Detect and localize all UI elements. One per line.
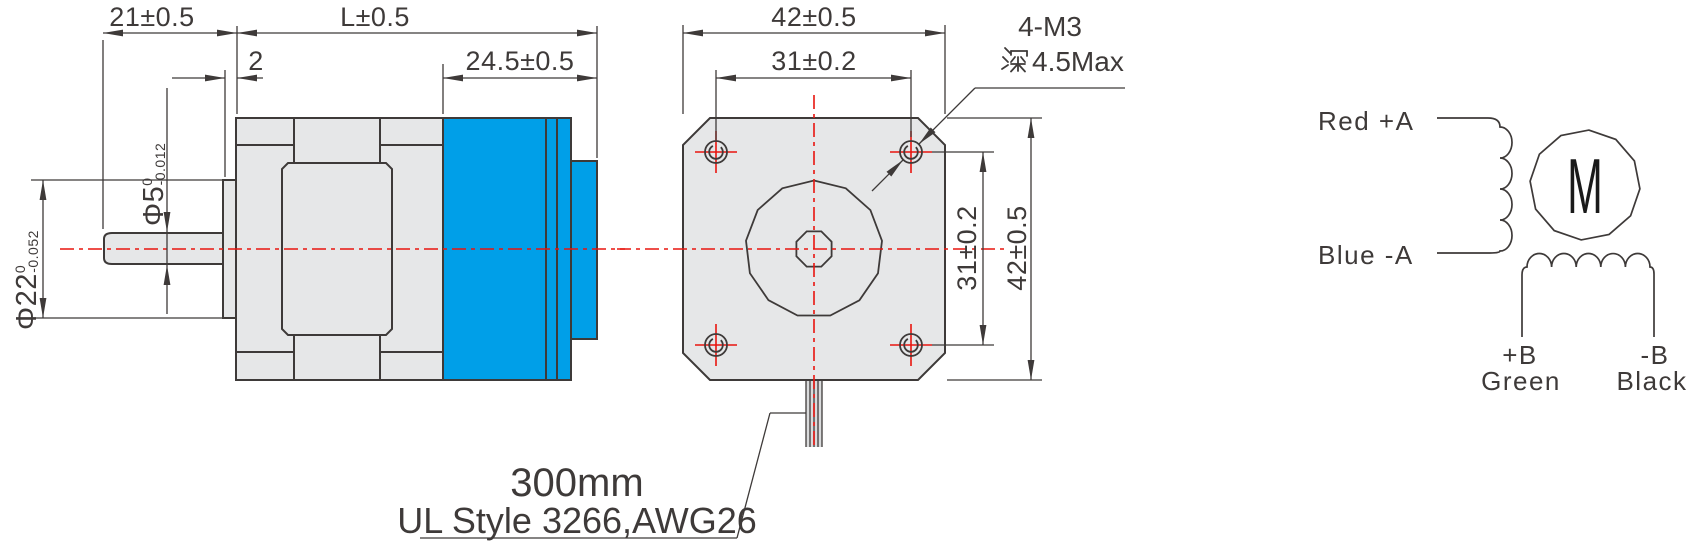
dim-shaft-diameter: Φ50-0.012 — [138, 143, 170, 226]
motor-symbol-circle — [1529, 129, 1641, 241]
gearbox-detail-lines — [236, 118, 443, 380]
thread-note-line1: 4-M3 — [1018, 11, 1082, 42]
phase-b-negative-label: -B — [1641, 340, 1670, 370]
phase-a-coil — [1437, 117, 1513, 254]
phase-b-positive-color-label: Green — [1481, 366, 1561, 396]
gearbox-barrel — [281, 162, 393, 336]
motor-rear-boss — [570, 160, 598, 340]
cable-note-leader — [420, 412, 806, 539]
front-view-dimension-lines — [683, 32, 1032, 380]
shaft-dia-upper-tol: 0 — [139, 177, 155, 185]
pilot-boss-circle — [745, 179, 883, 317]
shaft-dia-lower-tol: -0.012 — [152, 143, 168, 186]
phase-a-positive-label: Red +A — [1318, 106, 1414, 136]
phase-b-positive-label: +B — [1502, 340, 1538, 370]
side-view-extension-lines — [31, 26, 598, 319]
thread-note-leader — [871, 87, 1125, 192]
dim-pilot-diameter: Φ220-0.052 — [11, 230, 43, 330]
dim-body-width: 42±0.5 — [771, 2, 856, 32]
dim-flange-thickness: 2 — [248, 46, 264, 76]
pilot-dia-value: Φ22 — [11, 273, 43, 330]
mounting-hole-bottom-right — [890, 324, 932, 366]
pilot-dia-upper-tol: 0 — [12, 265, 28, 273]
front-view-arrowheads — [683, 29, 1035, 380]
wiring-diagram: Red +A Blue -A M +B Green -B Black — [1318, 106, 1687, 396]
shaft-hole — [795, 230, 833, 268]
thread-note-line2: 4.5Max — [1032, 46, 1124, 77]
dim-total-length: L±0.5 — [340, 2, 410, 32]
svg-text:Φ220-0.052: Φ220-0.052 — [11, 230, 43, 330]
mounting-hole-top-right — [890, 131, 932, 173]
dim-motor-length: 24.5±0.5 — [466, 46, 575, 76]
phase-a-negative-label: Blue -A — [1318, 240, 1414, 270]
cable-length-note: 300mm — [510, 461, 643, 505]
phase-b-coil — [1521, 252, 1655, 337]
side-view: 21±0.5 L±0.5 2 24.5±0.5 Φ50-0.012 Φ220-0… — [11, 2, 625, 381]
motor-symbol-letter: M — [1567, 144, 1603, 231]
dim-hole-spacing-horizontal: 31±0.2 — [771, 46, 856, 76]
shaft-dia-value: Φ5 — [138, 186, 170, 226]
pilot-dia-lower-tol: -0.052 — [25, 230, 41, 273]
dim-shaft-length: 21±0.5 — [109, 2, 194, 32]
front-view-extension-lines — [682, 25, 1042, 381]
side-view-arrowheads — [39, 29, 597, 318]
phase-b-negative-color-label: Black — [1616, 366, 1687, 396]
svg-text:31±0.2: 31±0.2 — [952, 205, 982, 290]
depth-char-shen-icon — [1001, 47, 1028, 73]
svg-text:M: M — [1567, 144, 1603, 231]
svg-text:Φ50-0.012: Φ50-0.012 — [138, 143, 170, 226]
dim-body-height: 42±0.5 — [1002, 205, 1032, 290]
mounting-hole-bottom-left — [695, 324, 737, 366]
dim-hole-spacing-vertical: 31±0.2 — [952, 205, 982, 290]
front-view: 42±0.5 31±0.2 31±0.2 42±0.5 4-M3 4.5Max … — [397, 2, 1125, 541]
cable-spec-note: UL Style 3266,AWG26 — [397, 500, 757, 541]
svg-text:42±0.5: 42±0.5 — [1002, 205, 1032, 290]
